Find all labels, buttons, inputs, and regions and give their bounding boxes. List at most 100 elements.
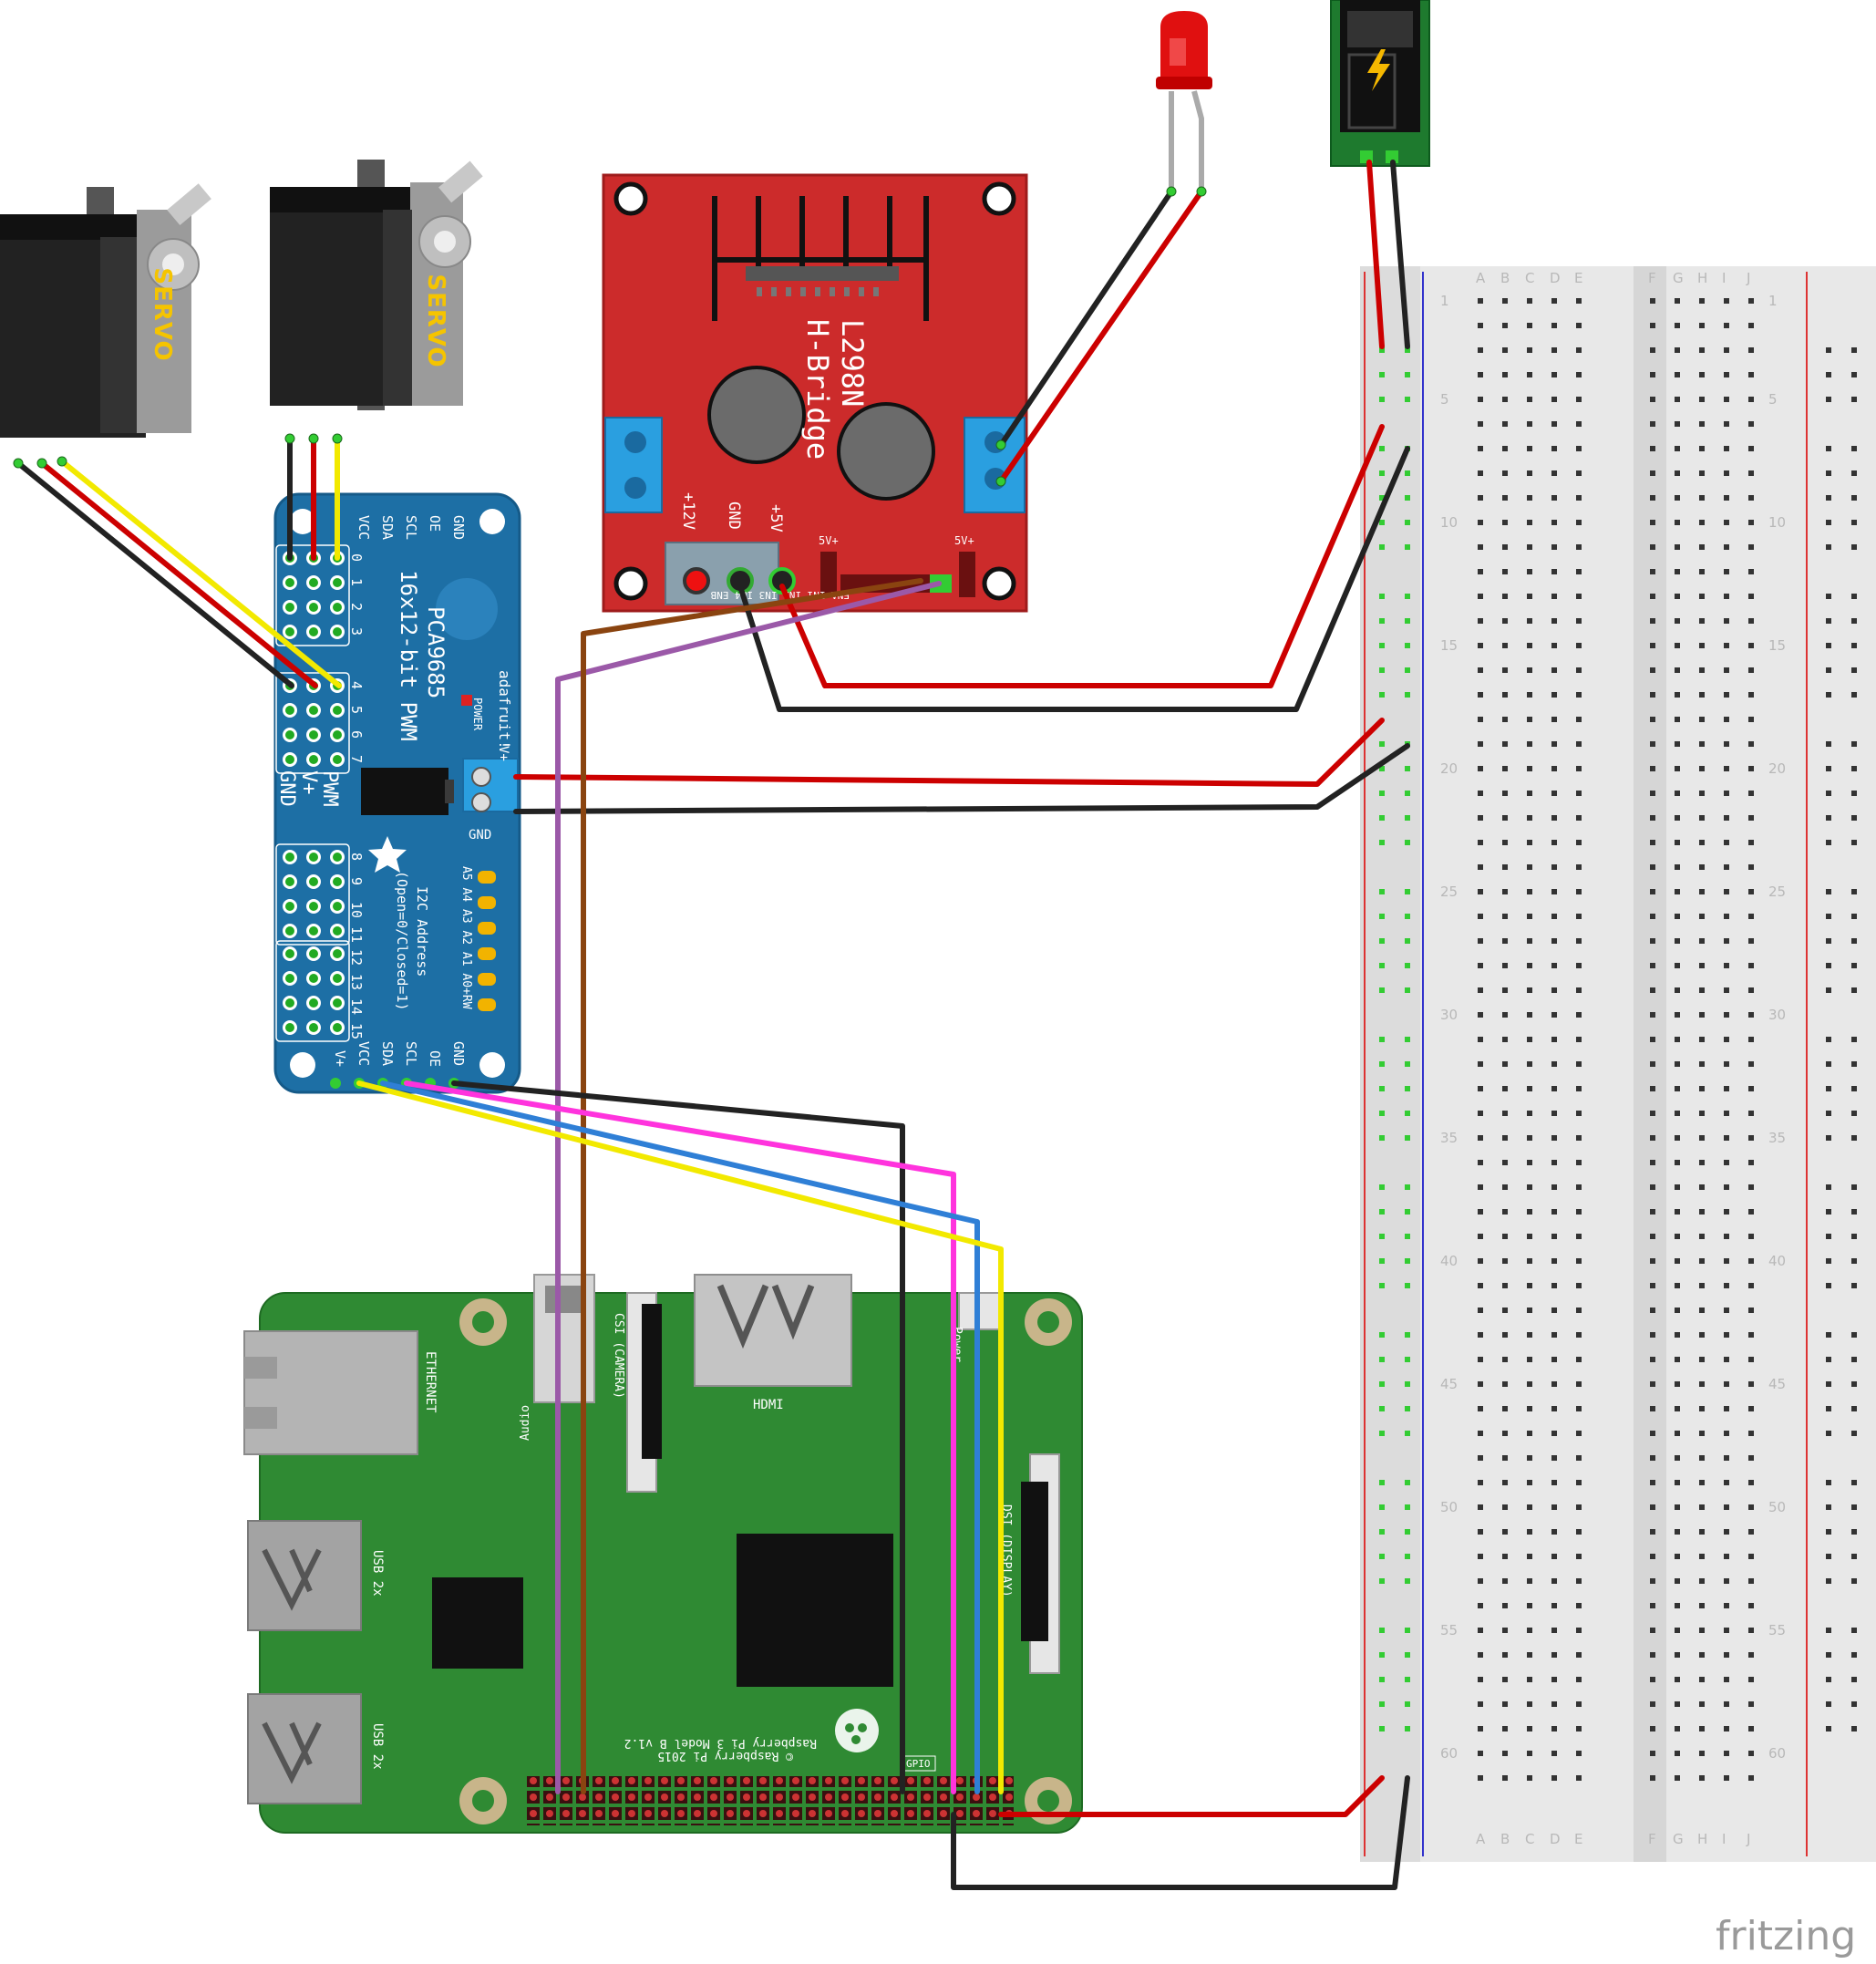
pwm-board-name: PCA9685 [423, 606, 448, 698]
breadboard-column-label: H [1697, 270, 1707, 286]
wire-black [513, 743, 1410, 814]
breadboard-column-label: I [1722, 1831, 1726, 1847]
pin-label: VCC [356, 1041, 372, 1066]
camera-label: CSI (CAMERA) [612, 1313, 625, 1399]
channel-label: 13 [348, 974, 365, 990]
terminal-gnd-label: GND [469, 828, 491, 842]
breadboard-column-label: E [1574, 270, 1582, 286]
wire-black [737, 446, 1410, 712]
pin-label: SDA [379, 515, 396, 540]
breadboard-row-label: 15 [1768, 637, 1786, 654]
breadboard-column-label: H [1697, 1831, 1707, 1847]
channel-label: 7 [348, 755, 365, 763]
breadboard-row-label: 25 [1768, 884, 1786, 900]
l298n-hbridge: L298N H-Bridge +12V GND +5V 5V+ 5V+ ENA … [602, 173, 1028, 613]
wire-black [1390, 160, 1410, 349]
wire-black [951, 1775, 1410, 1890]
channel-label: 0 [348, 553, 365, 562]
pin-label-gnd: GND [725, 501, 743, 530]
pin-label: SCL [403, 1041, 419, 1066]
i2c-title: I2C Address [414, 886, 430, 977]
breadboard-row-label: 55 [1440, 1622, 1458, 1638]
channel-label: 1 [348, 578, 365, 586]
breadboard-row-label: 25 [1440, 884, 1458, 900]
breadboard-row-label: 45 [1440, 1376, 1458, 1392]
wire-red [39, 460, 318, 688]
channel-label: 11 [348, 926, 365, 943]
pin-label: V+ [332, 1050, 348, 1067]
i2c-desc: (Open=0/Closed=1) [394, 871, 410, 1011]
breadboard-row-label: 30 [1440, 1007, 1458, 1023]
breadboard-row-label: 10 [1440, 514, 1458, 531]
wire-red [998, 1775, 1385, 1817]
hbridge-title: L298N [835, 319, 870, 407]
breadboard-row-label: 50 [1768, 1499, 1786, 1515]
wire-magenta [404, 1080, 956, 1794]
wire-blue [380, 1080, 980, 1794]
pin-label: GND [450, 1041, 467, 1066]
wire-brown [581, 578, 923, 1794]
pin-label-12v: +12V [679, 492, 697, 530]
breadboard-row-label: 30 [1768, 1007, 1786, 1023]
channel-label: 4 [348, 681, 365, 689]
side-label-vplus: V+ [297, 770, 320, 795]
breadboard-column-label: G [1673, 1831, 1684, 1847]
jumper-label: 5V+ [819, 534, 839, 547]
channel-label: 8 [348, 853, 365, 861]
breadboard-holes [1379, 298, 1857, 1781]
breadboard-column-label: C [1525, 1831, 1534, 1847]
breadboard-column-label: F [1648, 1831, 1656, 1847]
power-jack [1330, 0, 1430, 167]
top-pin-labels: GND OE SCL SDA VCC [356, 515, 467, 540]
breadboard-row-label: 60 [1440, 1745, 1458, 1762]
breadboard-column-label: J [1746, 1831, 1750, 1847]
breadboard-column-label: F [1648, 270, 1656, 286]
hdmi-label: HDMI [753, 1398, 784, 1412]
pin-label: OE [427, 515, 443, 532]
breadboard-column-label: A [1476, 1831, 1486, 1847]
channel-label: 2 [348, 603, 365, 611]
breadboard-column-label: A [1476, 270, 1486, 286]
breadboard-row-label: 40 [1768, 1253, 1786, 1269]
channel-label: 6 [348, 730, 365, 739]
breadboard-row-label: 1 [1440, 293, 1449, 309]
pin-label: OE [427, 1050, 443, 1067]
wire-yellow [356, 1080, 1004, 1794]
breadboard-row-label: 40 [1440, 1253, 1458, 1269]
servo-label: SERVO [149, 267, 176, 361]
breadboard-column-label: C [1525, 270, 1534, 286]
wire-black [451, 1080, 905, 1794]
side-label-pwm: PWM [318, 770, 341, 807]
pin-label-5v: +5V [767, 504, 785, 532]
breadboard-row-label: 5 [1768, 391, 1778, 408]
pwm-board-desc: 16x12-bit PWM [396, 570, 421, 741]
usb-label-1: USB 2x [370, 1550, 385, 1597]
breadboard-column-label: D [1550, 1831, 1561, 1847]
breadboard-row-label: 10 [1768, 514, 1786, 531]
breadboard-column-label: J [1746, 270, 1750, 286]
breadboard-row-label: 15 [1440, 637, 1458, 654]
channel-label: 3 [348, 627, 365, 636]
breadboard-row-label: 20 [1440, 760, 1458, 777]
servo-right: SERVO [270, 160, 483, 410]
channel-label: 12 [348, 949, 365, 966]
gpio-label: GPIO [906, 1758, 931, 1770]
breadboard-column-label: I [1722, 270, 1726, 286]
address-pins-label: A5 A4 A3 A2 A1 A0+RW [459, 866, 473, 1009]
breadboard-row-label: 5 [1440, 391, 1449, 408]
bottom-pin-labels: GND OE SCL SDA VCC V+ [332, 1041, 467, 1067]
pin-label: GND [450, 515, 467, 540]
breadboard-row-label: 35 [1440, 1130, 1458, 1146]
breadboard-column-label: B [1500, 1831, 1510, 1847]
raspberry-pi: ETHERNET USB 2x USB 2x Audio CSI (CAMERA… [243, 1274, 1083, 1834]
wires [15, 160, 1410, 1890]
pin-label: SCL [403, 515, 419, 540]
wire-red [513, 718, 1385, 787]
wire-red [998, 189, 1204, 484]
channel-label: 5 [348, 706, 365, 714]
usb-label-2: USB 2x [370, 1723, 385, 1770]
